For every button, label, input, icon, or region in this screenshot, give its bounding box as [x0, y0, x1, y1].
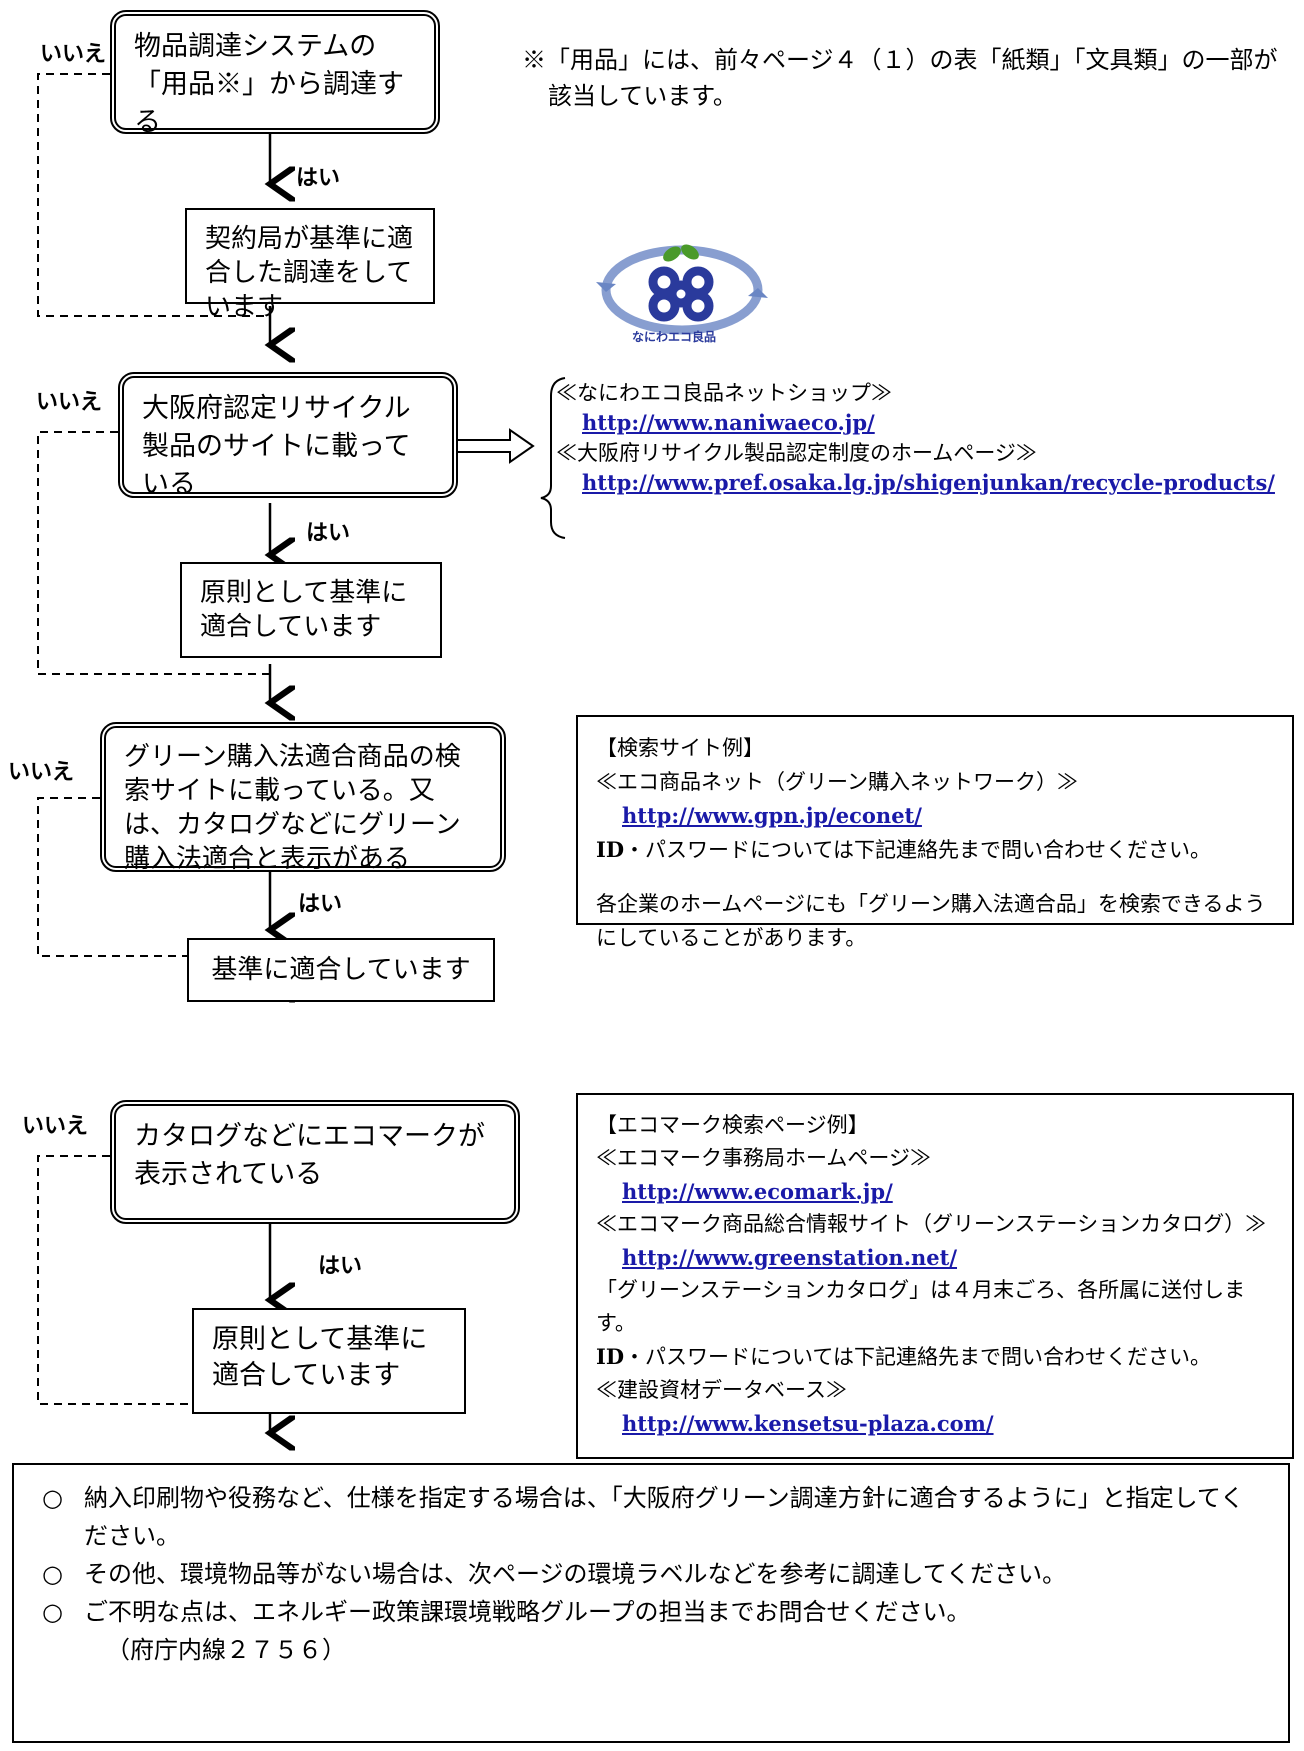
result-4-box: 原則として基準に適合しています [192, 1308, 466, 1414]
company-site-note: 各企業のホームページにも「グリーン購入法適合品」を検索できるようにしていることが… [596, 892, 1266, 950]
result-2-text: 原則として基準に適合しています [200, 578, 408, 642]
id-prefix-2: ID [596, 1344, 625, 1369]
ecomark-info-box: 【エコマーク検索ページ例】 ≪エコマーク事務局ホームページ≫ http://ww… [576, 1093, 1294, 1459]
ecomark-link[interactable]: http://www.ecomark.jp/ [622, 1179, 893, 1204]
bullet-3: ○ [42, 1598, 63, 1626]
no-label-4: いいえ [22, 1114, 89, 1139]
footer-item-3-text: ご不明な点は、エネルギー政策課環境戦略グループの担当までお問合せください。 [84, 1598, 971, 1626]
result-4-text: 原則として基準に適合しています [212, 1324, 428, 1391]
search-site-title: 【検索サイト例】 [596, 736, 764, 760]
result-3-text: 基準に適合しています [211, 955, 471, 985]
id-note-2: ID・パスワードについては下記連絡先まで問い合わせください。 [596, 1340, 1274, 1374]
bullet-1: ○ [42, 1484, 63, 1512]
kensetsu-plaza-link[interactable]: http://www.kensetsu-plaza.com/ [622, 1411, 994, 1436]
question-4-box: カタログなどにエコマークが表示されている [110, 1100, 520, 1224]
question-2-text: 大阪府認定リサイクル製品のサイトに載っている [142, 393, 411, 500]
question-3-box: グリーン購入法適合商品の検索サイトに載っている。又は、カタログなどにグリーン購入… [100, 722, 506, 874]
footer-extension: （府庁内線２７５６） [106, 1636, 346, 1664]
id-note-1: ID・パスワードについては下記連絡先まで問い合わせください。 [596, 833, 1274, 867]
yes-label-3: はい [298, 892, 343, 917]
gpn-econet-link[interactable]: http://www.gpn.jp/econet/ [622, 803, 922, 828]
kensetsu-db-label: ≪建設資材データベース≫ [596, 1378, 847, 1402]
footer-notes-box: ○ 納入印刷物や役務など、仕様を指定する場合は、「大阪府グリーン調達方針に適合す… [12, 1463, 1290, 1743]
greenstation-link[interactable]: http://www.greenstation.net/ [622, 1245, 958, 1270]
pref-osaka-recycle-link[interactable]: http://www.pref.osaka.lg.jp/shigenjunkan… [582, 470, 1275, 495]
result-3-box: 基準に適合しています [187, 938, 495, 1002]
footer-item-2-text: その他、環境物品等がない場合は、次ページの環境ラベルなどを参考に調達してください… [84, 1560, 1067, 1588]
question-4-text: カタログなどにエコマークが表示されている [134, 1121, 485, 1190]
no-label-1: いいえ [40, 42, 107, 67]
bullet-2: ○ [42, 1560, 63, 1588]
id-text-2: ・パスワードについては下記連絡先まで問い合わせください。 [624, 1345, 1211, 1369]
naniwa-eco-logo: なにわエコ良品 [592, 232, 772, 344]
ecomark-office-label: ≪エコマーク事務局ホームページ≫ [596, 1146, 931, 1170]
question-1-text: 物品調達システムの「用品※」から調達する [134, 31, 404, 138]
naniwaeco-link[interactable]: http://www.naniwaeco.jp/ [582, 410, 875, 435]
question-3-text: グリーン購入法適合商品の検索サイトに載っている。又は、カタログなどにグリーン購入… [124, 742, 461, 874]
yes-label-2: はい [306, 521, 351, 546]
yes-label-1: はい [296, 166, 341, 191]
id-text-1: ・パスワードについては下記連絡先まで問い合わせください。 [624, 838, 1211, 862]
yes-label-4: はい [318, 1254, 363, 1279]
logo-caption: なにわエコ良品 [632, 330, 717, 344]
q2-links: ≪なにわエコ良品ネットショップ≫ http://www.naniwaeco.jp… [556, 378, 1296, 498]
q2-link-label-2: ≪大阪府リサイクル製品認定制度のホームページ≫ [556, 441, 1037, 465]
question-2-box: 大阪府認定リサイクル製品のサイトに載っている [118, 372, 458, 500]
result-1-text: 契約局が基準に適合した調達をしています [205, 224, 414, 322]
footer-item-1-text: 納入印刷物や役務など、仕様を指定する場合は、「大阪府グリーン調達方針に適合するよ… [84, 1484, 1245, 1550]
result-2-box: 原則として基準に適合しています [180, 562, 442, 658]
footer-item-1: ○ 納入印刷物や役務など、仕様を指定する場合は、「大阪府グリーン調達方針に適合す… [42, 1479, 1268, 1555]
econet-label: ≪エコ商品ネット（グリーン購入ネットワーク）≫ [596, 770, 1078, 794]
footer-item-3: ○ ご不明な点は、エネルギー政策課環境戦略グループの担当までお問合せください。 [42, 1593, 1268, 1631]
search-site-info-box: 【検索サイト例】 ≪エコ商品ネット（グリーン購入ネットワーク）≫ http://… [576, 715, 1294, 950]
no-label-2: いいえ [36, 390, 103, 415]
greenstation-label: ≪エコマーク商品総合情報サイト（グリーンステーションカタログ）≫ [596, 1212, 1267, 1236]
no-label-3: いいえ [8, 760, 75, 785]
footer-item-2: ○ その他、環境物品等がない場合は、次ページの環境ラベルなどを参考に調達してくだ… [42, 1555, 1268, 1593]
q1-footnote: ※「用品」には、前々ページ４（１）の表「紙類」「文具類」の一部が該当しています。 [522, 42, 1288, 114]
id-prefix-1: ID [596, 837, 625, 862]
ecomark-title: 【エコマーク検索ページ例】 [596, 1113, 869, 1137]
q2-link-label-1: ≪なにわエコ良品ネットショップ≫ [556, 381, 892, 405]
naniwa-eco-logo-icon [596, 244, 768, 335]
catalog-delivery-note: 「グリーンステーションカタログ」は４月末ごろ、各所属に送付します。 [596, 1278, 1246, 1335]
q1-footnote-text: ※「用品」には、前々ページ４（１）の表「紙類」「文具類」の一部が該当しています。 [522, 46, 1278, 110]
question-1-box: 物品調達システムの「用品※」から調達する [110, 10, 440, 138]
result-1-box: 契約局が基準に適合した調達をしています [185, 208, 435, 322]
